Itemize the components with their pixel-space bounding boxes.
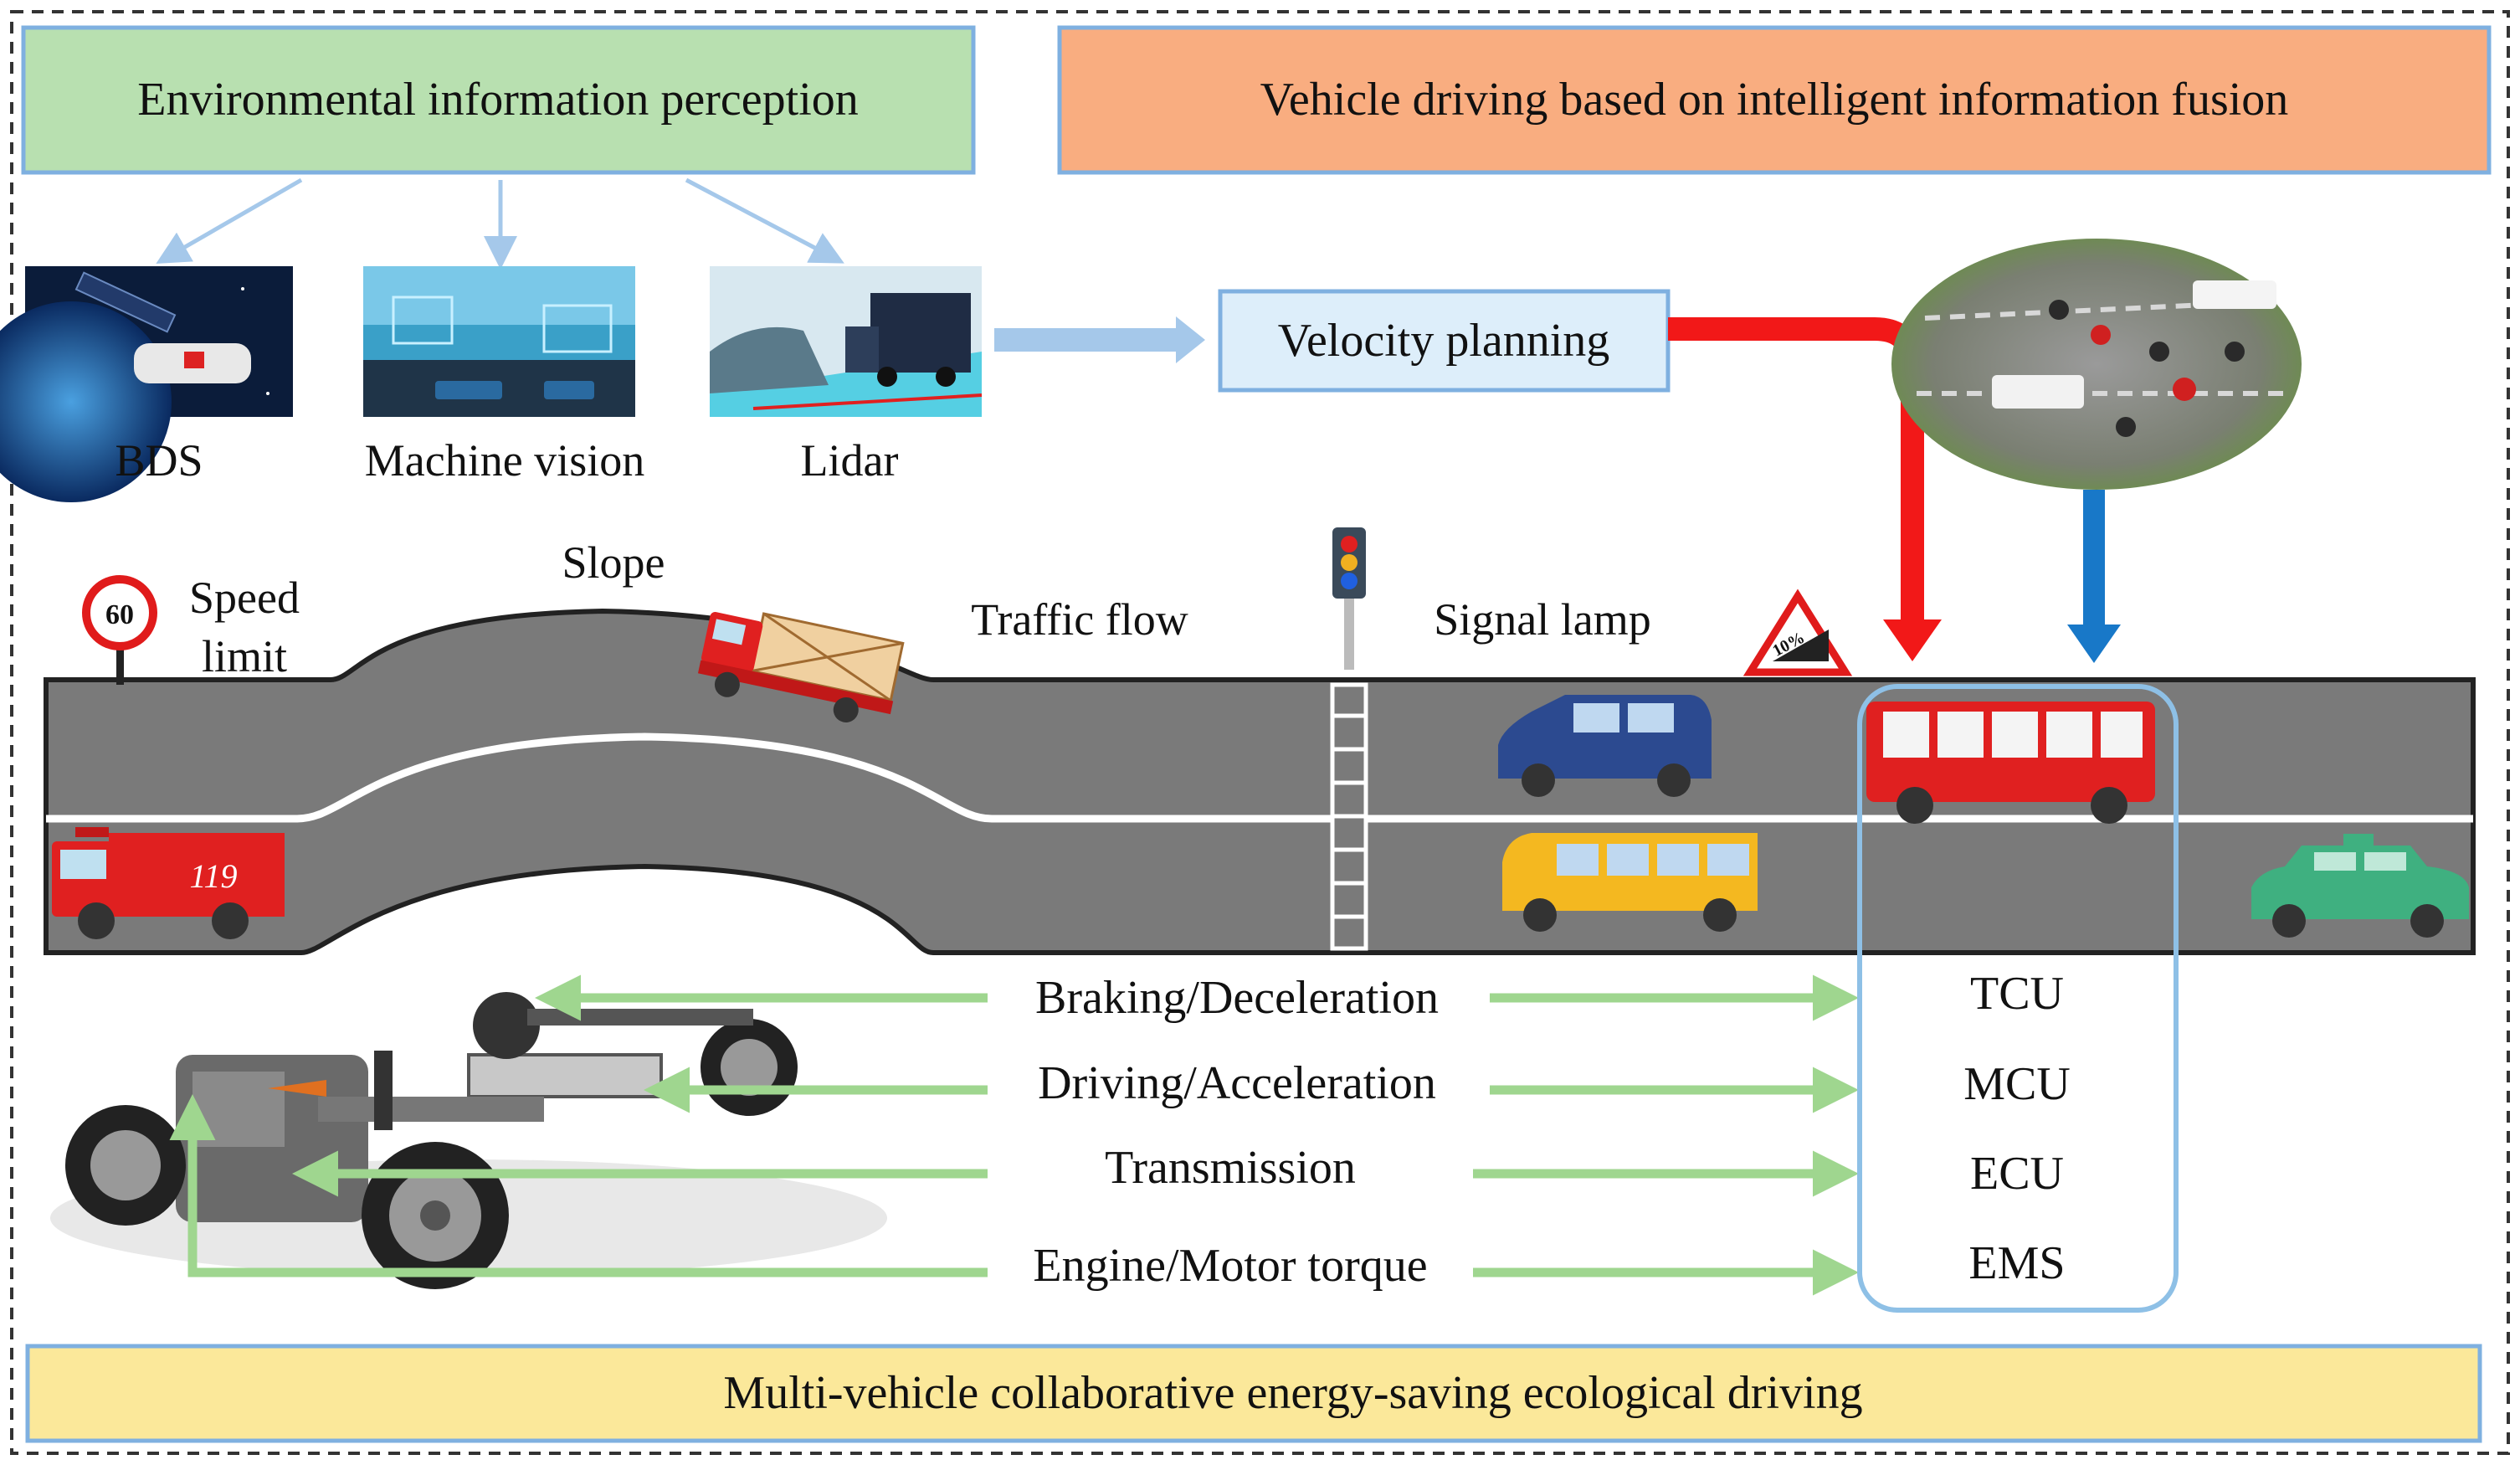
vehicle-chassis-image <box>50 992 887 1289</box>
unit-ecu: ECU <box>1970 1148 2064 1200</box>
sensor-to-planning-arrow <box>994 316 1205 363</box>
control-arrows <box>169 974 1859 1296</box>
velocity-planning-box: Velocity planning <box>1218 289 1671 393</box>
lidar-truck-icon <box>870 293 971 373</box>
control-units-box <box>1857 684 2179 1313</box>
speed-limit-sign: 60 <box>82 575 157 685</box>
perception-arrows <box>156 177 844 270</box>
perception-header-text: Environmental information perception <box>137 74 859 126</box>
signal-lamp-label: Signal lamp <box>1434 594 1650 645</box>
signal-label-transmission: Transmission <box>1105 1142 1356 1194</box>
outer-frame <box>10 10 2510 1455</box>
machine-vision-label: Machine vision <box>365 435 644 486</box>
unit-tcu: TCU <box>1970 968 2064 1020</box>
signal-label-driving: Driving/Acceleration <box>1038 1057 1436 1109</box>
green-taxi-icon <box>2251 834 2469 938</box>
speed-limit-label-line2: limit <box>202 631 287 681</box>
collaborative-footer-text: Multi-vehicle collaborative energy-savin… <box>723 1367 1862 1419</box>
unit-ems: EMS <box>1968 1237 2065 1289</box>
lidar-image <box>710 266 983 417</box>
machine-vision-image <box>363 266 635 417</box>
blue-minivan-icon <box>1498 695 1712 797</box>
grade-sign-icon: 10% <box>1742 589 1853 676</box>
traffic-flow-label: Traffic flow <box>971 594 1188 645</box>
unit-mcu: MCU <box>1963 1058 2071 1110</box>
bds-label: BDS <box>115 435 203 486</box>
fire-truck-number: 119 <box>189 857 237 895</box>
signal-label-engine: Engine/Motor torque <box>1033 1240 1427 1292</box>
fire-truck-icon: 119 <box>52 827 285 939</box>
red-truck-icon <box>697 612 905 722</box>
traffic-light-icon <box>1332 527 1366 670</box>
traffic-topview-image <box>1891 239 2302 490</box>
collaborative-footer: Multi-vehicle collaborative energy-savin… <box>25 1344 2482 1443</box>
lidar-car-icon <box>710 326 829 393</box>
slope-label: Slope <box>562 537 665 588</box>
signal-label-braking: Braking/Deceleration <box>1035 972 1439 1024</box>
bds-image <box>0 266 293 502</box>
perception-header: Environmental information perception <box>21 25 976 175</box>
topview-bus-icon <box>1992 375 2084 409</box>
fusion-header: Vehicle driving based on intelligent inf… <box>1057 25 2492 175</box>
blue-arrow <box>2067 490 2121 663</box>
red-bus-icon <box>1866 702 2155 824</box>
speed-limit-label-line1: Speed <box>189 573 300 623</box>
road <box>44 608 2476 955</box>
yellow-bus-icon <box>1502 833 1758 932</box>
fusion-header-text: Vehicle driving based on intelligent inf… <box>1260 74 2289 126</box>
speed-sign-value: 60 <box>105 599 134 630</box>
crosswalk <box>1330 682 1368 951</box>
velocity-planning-label: Velocity planning <box>1278 315 1610 367</box>
lidar-label: Lidar <box>801 435 899 486</box>
